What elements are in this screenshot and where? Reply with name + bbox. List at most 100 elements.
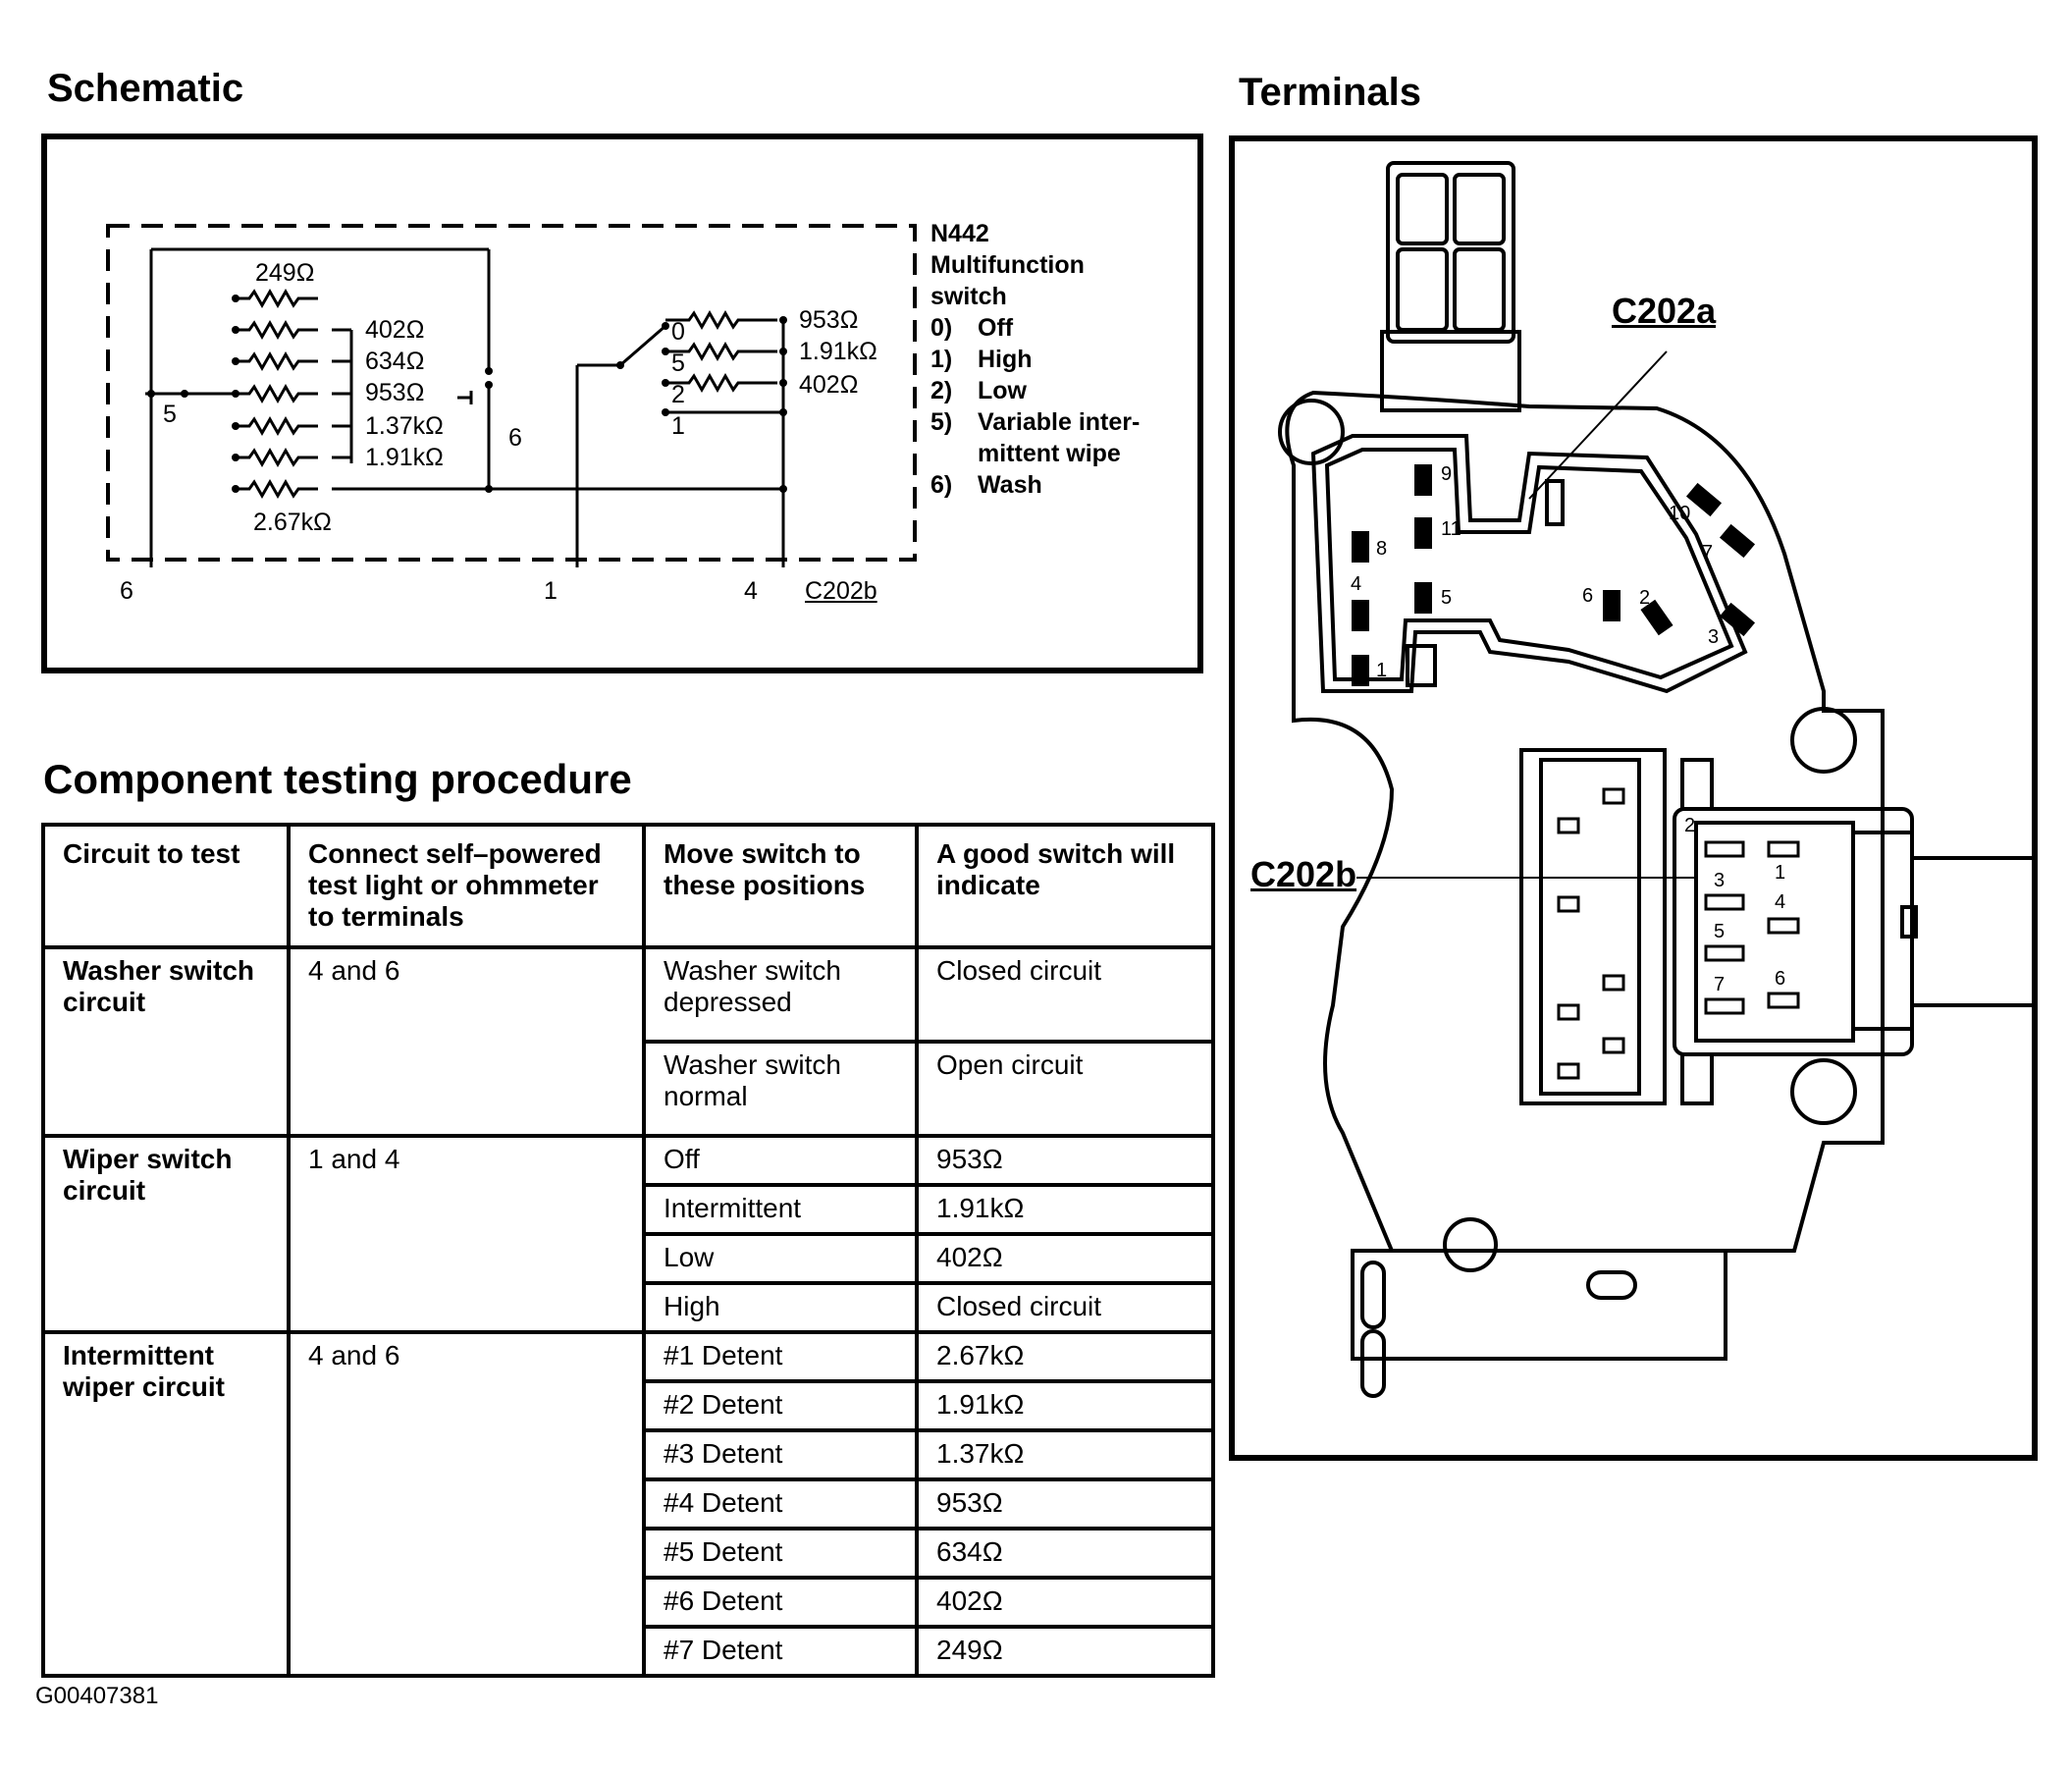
pin-number: 6: [1775, 968, 1786, 990]
legend-position-text: Wash: [978, 471, 1042, 499]
node-label: 6: [508, 424, 522, 452]
position-cell: Washer switch depressed: [642, 944, 919, 1044]
pin-number: 7: [1702, 542, 1714, 564]
terminal-label: 4: [744, 577, 758, 605]
schematic-panel: 249Ω 402Ω 634Ω 953Ω 1.37kΩ 1.91kΩ 2.67kΩ…: [41, 134, 1203, 673]
legend-position-num: 2): [930, 377, 953, 404]
schematic-drawing: [106, 224, 917, 567]
legend-position-num: 1): [930, 346, 953, 373]
position-cell: High: [642, 1280, 919, 1334]
resistor-label: 402Ω: [799, 371, 859, 399]
legend-name: Multifunction: [930, 251, 1085, 279]
terminals-heading: Terminals: [1239, 71, 1421, 114]
table-row: #3 Detent 1.37kΩ: [43, 1427, 1215, 1481]
table-row: #5 Detent 634Ω: [43, 1526, 1215, 1580]
indicate-cell: 2.67kΩ: [915, 1329, 1215, 1383]
legend-position-num: 5): [930, 408, 953, 436]
position-cell: #3 Detent: [642, 1427, 919, 1481]
pin-number: 2: [1684, 815, 1696, 836]
table-row: Washer switch normal Open circuit: [43, 1039, 1215, 1138]
resistor-label: 1.37kΩ: [365, 412, 444, 440]
table-row: High Closed circuit: [43, 1280, 1215, 1334]
contact-label: 0: [671, 318, 685, 346]
connector-b-label: C202b: [1250, 854, 1357, 894]
legend-position-num: 6): [930, 471, 953, 499]
table-row: Low 402Ω: [43, 1231, 1215, 1285]
legend-position-text: mittent wipe: [978, 440, 1121, 467]
position-cell: #4 Detent: [642, 1477, 919, 1530]
pin-number: 4: [1775, 891, 1786, 913]
resistor-label: 953Ω: [365, 379, 425, 406]
terminal-label: 1: [544, 577, 558, 605]
terminals-cell: 1 and 4: [287, 1133, 646, 1334]
procedure-table: Circuit to test Connect self–powered tes…: [41, 823, 1215, 1678]
table-row: #4 Detent 953Ω: [43, 1477, 1215, 1530]
table-row: Intermittent 1.91kΩ: [43, 1182, 1215, 1236]
pin-number: 5: [1441, 587, 1453, 609]
pin-number: 8: [1376, 538, 1388, 560]
header-indicate: A good switch will indicate: [915, 823, 1215, 949]
contact-label: 5: [671, 349, 685, 377]
pin-number: 3: [1708, 626, 1720, 648]
contact-label: 2: [671, 381, 685, 408]
indicate-cell: 402Ω: [915, 1575, 1215, 1629]
circuit-cell: Intermittent wiper circuit: [41, 1329, 291, 1678]
figure-id: G00407381: [35, 1683, 159, 1709]
legend-id: N442: [930, 220, 989, 247]
circuit-cell: Wiper switch circuit: [41, 1133, 291, 1334]
legend-name: switch: [930, 283, 1007, 310]
indicate-cell: 953Ω: [915, 1133, 1215, 1187]
indicate-cell: 1.37kΩ: [915, 1427, 1215, 1481]
table-row: Washer switch circuit 4 and 6 Washer swi…: [41, 944, 1215, 1138]
terminals-panel: C202a C202b 9 11 8 4 5 1 6 2 10 7 3 2 1 …: [1229, 135, 2038, 1461]
procedure-heading: Component testing procedure: [43, 756, 632, 802]
indicate-cell: 953Ω: [915, 1477, 1215, 1530]
position-cell: Washer switch normal: [642, 1039, 919, 1138]
resistor-label: 634Ω: [365, 348, 425, 375]
terminals-cell: 4 and 6: [287, 1329, 646, 1678]
pin-number: 2: [1639, 587, 1651, 609]
terminals-cell: 4 and 6: [287, 944, 646, 1138]
pin-number: 1: [1376, 660, 1388, 681]
contact-label: 1: [671, 412, 685, 440]
header-circuit: Circuit to test: [41, 823, 291, 949]
table-row: #6 Detent 402Ω: [43, 1575, 1215, 1629]
legend-position-text: High: [978, 346, 1033, 373]
indicate-cell: Open circuit: [915, 1039, 1215, 1138]
table-row: #2 Detent 1.91kΩ: [43, 1378, 1215, 1432]
position-cell: #5 Detent: [642, 1526, 919, 1580]
indicate-cell: Closed circuit: [915, 944, 1215, 1044]
node-label: 5: [163, 401, 177, 428]
resistor-label: 1.91kΩ: [365, 444, 444, 471]
schematic-heading: Schematic: [47, 67, 244, 110]
indicate-cell: 1.91kΩ: [915, 1182, 1215, 1236]
connector-label: C202b: [805, 577, 877, 605]
position-cell: #6 Detent: [642, 1575, 919, 1629]
resistor-label: 249Ω: [255, 259, 315, 287]
table-row: Wiper switch circuit 1 and 4 Off 953Ω: [41, 1133, 1215, 1334]
position-cell: #2 Detent: [642, 1378, 919, 1432]
terminal-label: 6: [120, 577, 133, 605]
pin-number: 1: [1775, 862, 1786, 884]
indicate-cell: 402Ω: [915, 1231, 1215, 1285]
position-cell: #1 Detent: [642, 1329, 919, 1383]
table-row: #7 Detent 249Ω: [43, 1624, 1215, 1678]
pin-number: 4: [1351, 573, 1362, 595]
resistor-label: 1.91kΩ: [799, 338, 877, 365]
resistor-label: 2.67kΩ: [253, 509, 332, 536]
pin-number: 3: [1714, 870, 1726, 891]
pin-number: 9: [1441, 463, 1453, 485]
table-row: Intermittent wiper circuit 4 and 6 #1 De…: [41, 1329, 1215, 1678]
position-cell: Low: [642, 1231, 919, 1285]
header-terminals: Connect self–powered test light or ohmme…: [287, 823, 646, 949]
pin-number: 5: [1714, 921, 1726, 942]
connector-a-label: C202a: [1612, 291, 1717, 331]
indicate-cell: 634Ω: [915, 1526, 1215, 1580]
legend-position-num: 0): [930, 314, 953, 342]
position-cell: Intermittent: [642, 1182, 919, 1236]
pin-number: 10: [1669, 503, 1691, 524]
header-positions: Move switch to these positions: [642, 823, 919, 949]
pin-number: 6: [1582, 585, 1594, 607]
indicate-cell: 249Ω: [915, 1624, 1215, 1678]
resistor-label: 402Ω: [365, 316, 425, 344]
